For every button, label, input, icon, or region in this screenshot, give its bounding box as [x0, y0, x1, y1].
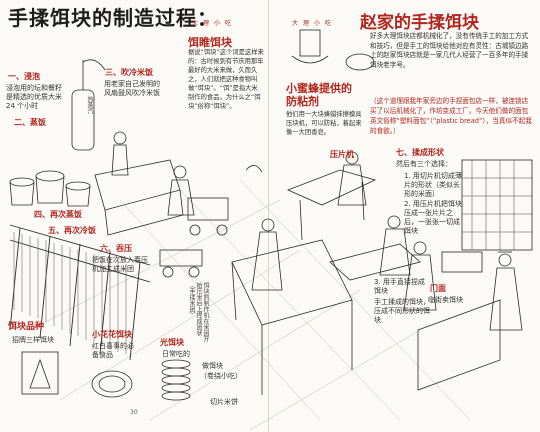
- intro-paragraph: 好多大理饵块店都机械化了，没有传统手工的加工方式和技巧，但是手工的饵块给他对应有…: [370, 32, 529, 69]
- page-title: 手揉饵块的制造过程：: [8, 6, 218, 30]
- sidebar-title: 饵睢饵块: [188, 36, 232, 49]
- step-soak-desc: 浸泡用的坛和餐籽是精选的优质大米 24 个小时: [6, 84, 62, 110]
- step-six-desc: 把饭在次放入春压机加工成米团: [92, 256, 148, 273]
- press-machine-label: 压片机: [330, 150, 354, 159]
- step-steam-title: 二、蒸饭: [14, 118, 46, 127]
- flower-cake-title: 小花花饵块: [92, 330, 132, 339]
- round-cake-title: 光饵块: [160, 338, 184, 347]
- round-cake-desc: 日常吃的: [162, 350, 190, 358]
- step-blow-title: 三、吹冷米饭: [105, 68, 153, 77]
- press-caption: 饵块的制作机在米团开始压米后上捏成团状（手揉米团）: [188, 282, 209, 342]
- choice-one: 1. 用切片机切成薄片的形状（类似长形的米面）: [404, 172, 462, 198]
- step-rub1-title: 四、再次蒸饭: [34, 210, 82, 219]
- products-title: 饵块品种: [8, 322, 45, 332]
- choice-three-desc: 手工揉成的饵块，压成不同形状的饵块: [374, 298, 430, 324]
- ribbon-label: 做饵块: [202, 362, 223, 370]
- choice-two: 2. 用压片机把饵块压成一张片片之后，一张张一切成饵块: [404, 200, 462, 235]
- choice-three: 3. 用手直接捏成饵块: [374, 278, 425, 295]
- wax-title: 小蜜蜂提供的防粘剂: [286, 82, 352, 108]
- counter-label: 门面: [430, 284, 446, 293]
- sidebar-body: 据说“饵块”这个词是这样来的：古时候到有节庆用那年最好的大米来做，久而久之，人们…: [188, 49, 264, 110]
- flower-cake-desc: 红白喜事的必备食品: [92, 342, 134, 359]
- heading: 赵家的手揉饵块: [360, 13, 479, 33]
- boiler-label: 热蒸汽: [86, 96, 93, 114]
- step-seven-title: 七、揉成形状: [396, 148, 444, 157]
- page-number: 30: [130, 409, 138, 416]
- ribbon-sub: （卷绕小吃）: [200, 372, 242, 380]
- counter-desc: 临街卖饵块: [428, 296, 463, 304]
- wax-body: 他们用一大块蜂蜡抹擦模具压块机，可以防粘，着起来像一大团香皂。: [286, 111, 362, 136]
- page-divider: [268, 0, 269, 432]
- step-seven-desc: 然后有三个选择：: [396, 160, 452, 168]
- step-blow-desc: 用老家自己发明的风扇鼓风吹冷米饭: [104, 80, 160, 97]
- products-subtitle: 招牌三样饵块: [12, 336, 54, 344]
- aside-paragraph: （这个道理跟我年家旁边的手捏面包店一样，被连锁店买了以后机械化了，作坊变成工厂。…: [370, 97, 532, 135]
- slice-label: 切片米饼: [210, 398, 238, 406]
- series-label: 大理小吃: [192, 20, 237, 27]
- step-six-title: 六、吞压: [100, 244, 132, 253]
- step-rub2-title: 五、再次冷饭: [48, 226, 96, 235]
- series-label-right: 大理小吃: [292, 20, 337, 27]
- step-soak-title: 一、浸泡: [8, 72, 40, 81]
